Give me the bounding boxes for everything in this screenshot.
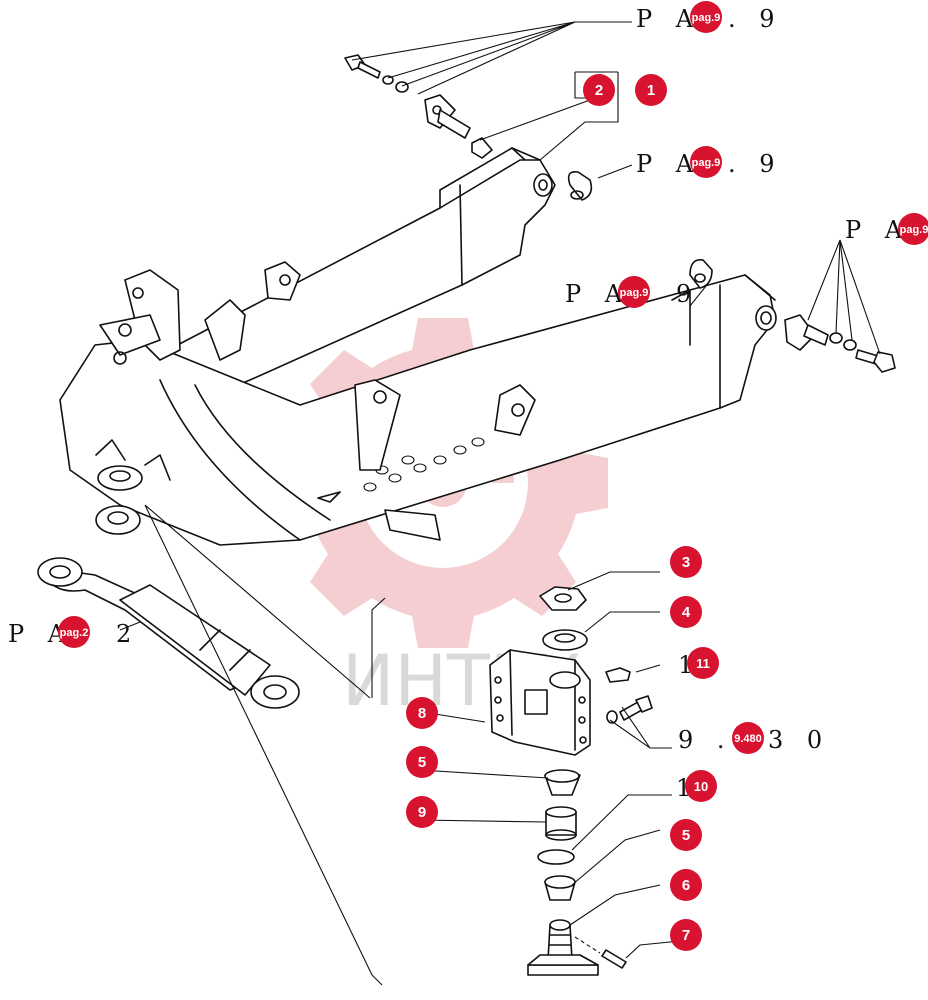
page-ref-badge[interactable] xyxy=(690,1,722,33)
callout-label: 8 xyxy=(418,705,426,722)
page-ref-badge[interactable] xyxy=(58,616,90,648)
page-ref-badge[interactable] xyxy=(732,722,764,754)
callout-c5b: 5 xyxy=(670,819,702,851)
page-ref-suffix: 2 xyxy=(116,620,139,648)
callout-label: 5 xyxy=(682,827,690,844)
callout-badge-circle xyxy=(583,74,615,106)
page-ref-suffix: 3 0 xyxy=(768,726,830,754)
page-ref-badge-label: 9.480 xyxy=(734,733,762,745)
callout-label: 3 xyxy=(682,554,690,571)
leader-lines xyxy=(119,21,881,986)
callout-c9: 9 xyxy=(406,796,438,828)
callout-c5a: 5 xyxy=(406,746,438,778)
callout-badge-circle xyxy=(687,647,719,679)
fastener-set-top xyxy=(344,54,713,289)
page-ref-badge[interactable] xyxy=(898,213,928,245)
page-ref-badge[interactable] xyxy=(618,276,650,308)
page-ref-badge-label: pag.9 xyxy=(620,287,649,299)
page-ref-suffix: 9 xyxy=(676,280,699,308)
callout-label: 11 xyxy=(696,656,710,671)
callout-c10: 10 xyxy=(685,770,717,802)
page-ref-prefix: P A xyxy=(8,620,73,648)
callout-c7: 7 xyxy=(670,919,702,951)
callout-label: 4 xyxy=(682,604,691,621)
callout-badge-circle xyxy=(406,697,438,729)
callout-label: 5 xyxy=(418,754,426,771)
callout-badge-circle xyxy=(670,919,702,951)
pivot-assembly-parts xyxy=(489,586,653,976)
leader-stub-s11: 1 xyxy=(678,651,701,679)
callout-badge-circle xyxy=(406,746,438,778)
page-ref-badge-label: pag.9 xyxy=(900,224,928,236)
page-ref-prefix: P A xyxy=(565,280,630,308)
page-ref-badge-label: pag.9 xyxy=(692,12,721,24)
callout-badge-circle xyxy=(670,869,702,901)
callout-c1: 1 xyxy=(635,74,667,106)
callout-label: 10 xyxy=(694,779,708,794)
callout-badge-circle xyxy=(670,819,702,851)
callout-label: 7 xyxy=(682,927,690,944)
callout-c6: 6 xyxy=(670,869,702,901)
page-ref-prefix: 9 . xyxy=(678,726,733,754)
page-ref-prefix: P A xyxy=(636,5,701,33)
callout-label: 1 xyxy=(647,82,655,99)
page-ref-badge-label: pag.2 xyxy=(60,627,89,639)
callout-label: 6 xyxy=(682,877,690,894)
callout-badge-circle xyxy=(685,770,717,802)
callout-label: 2 xyxy=(595,82,603,99)
callout-badge-circle xyxy=(635,74,667,106)
callout-badge-circle xyxy=(406,796,438,828)
page-ref-badge[interactable] xyxy=(690,146,722,178)
fastener-set-right xyxy=(784,314,896,373)
callout-label: 9 xyxy=(418,804,426,821)
callout-badge-circle xyxy=(670,546,702,578)
callout-badge-circle xyxy=(670,596,702,628)
callout-c11: 11 xyxy=(687,647,719,679)
callout-c4: 4 xyxy=(670,596,702,628)
page-ref-prefix: P A xyxy=(636,150,701,178)
callout-c8: 8 xyxy=(406,697,438,729)
leader-stub-s10: 1 xyxy=(676,774,699,802)
hydraulic-cylinder xyxy=(37,557,300,709)
axle-support-frame xyxy=(59,147,777,546)
callout-c3: 3 xyxy=(670,546,702,578)
callout-c2: 2 xyxy=(583,74,615,106)
page-ref-prefix: P A xyxy=(845,216,910,244)
callout-2-bracket xyxy=(574,72,590,99)
page-ref-suffix: . 9 xyxy=(728,5,783,33)
page-ref-r6[interactable]: 9 .9.480 3 0 xyxy=(678,722,830,754)
page-ref-suffix: . 9 xyxy=(728,150,783,178)
page-ref-badge-label: pag.9 xyxy=(692,157,721,169)
